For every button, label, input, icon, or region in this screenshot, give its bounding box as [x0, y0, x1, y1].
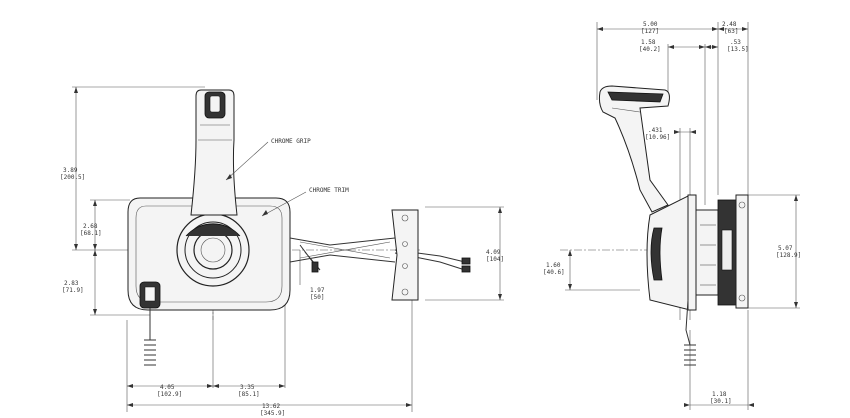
dim-side-top-right-mm: [63]: [724, 28, 738, 35]
dim-bracket-height-mm: [104]: [486, 256, 504, 263]
dim-bottom-depth-in: 1.18: [712, 391, 727, 398]
side-lever: [598, 85, 670, 213]
dim-side-second-right-in: .53: [730, 39, 741, 46]
dim-side-second-left-mm: [40.2]: [639, 46, 661, 53]
dim-bracket-height-in: 4.09: [486, 249, 501, 256]
dim-upper-center-mm: [68.1]: [80, 230, 102, 237]
dim-bottom-depth-mm: [30.1]: [710, 398, 732, 405]
front-arrowheads: [74, 87, 502, 407]
dim-height-overall-in: 3.89: [63, 167, 78, 174]
side-cable: [684, 299, 696, 366]
side-dimension-texts: 5.00 [127] 2.48 [63] 1.58 [40.2] .53 [13…: [543, 21, 801, 405]
dim-center-bottom-in: 2.83: [64, 280, 79, 287]
side-housing: [646, 194, 697, 311]
dim-side-second-right-mm: [13.5]: [727, 46, 749, 53]
dim-left-width-mm: [102.9]: [157, 391, 182, 398]
dim-mount-offset-in: 1.97: [310, 287, 325, 294]
callout-leaders: [225, 141, 307, 217]
dim-lever-offset-in: .431: [648, 127, 663, 134]
dim-total-width-mm: [345.9]: [260, 410, 285, 417]
mounting-bracket: [391, 209, 419, 301]
dim-right-width-mm: [85.1]: [238, 391, 260, 398]
chrome-trim-callout: CHROME TRIM: [309, 187, 349, 194]
chrome-trim-ring: [176, 213, 250, 287]
dim-lever-offset-mm: [10.96]: [645, 134, 670, 141]
front-view: CHROME GRIP CHROME TRIM 3.89 [200.5] 2.6…: [60, 86, 504, 417]
cable-harness: [289, 237, 471, 273]
front-dimension-texts: 3.89 [200.5] 2.68 [68.1] 2.83 [71.9] 1.9…: [60, 167, 504, 417]
dim-side-second-left-in: 1.58: [641, 39, 656, 46]
chrome-grip-callout: CHROME GRIP: [271, 138, 311, 145]
side-arrowheads: [568, 27, 798, 407]
dim-upper-center-in: 2.68: [83, 223, 98, 230]
lever-handle: [190, 89, 238, 216]
dim-center-bottom-mm: [71.9]: [62, 287, 84, 294]
side-view: 5.00 [127] 2.48 [63] 1.58 [40.2] .53 [13…: [543, 21, 801, 410]
dim-flange-height-in: 5.07: [778, 245, 793, 252]
dim-side-top-left-in: 5.00: [643, 21, 658, 28]
dim-mount-offset-mm: [50]: [310, 294, 324, 301]
dim-side-top-right-in: 2.48: [722, 21, 737, 28]
side-mechanism: [695, 194, 749, 309]
dim-height-overall-mm: [200.5]: [60, 174, 85, 181]
neutral-button: [139, 281, 161, 366]
dim-left-width-in: 4.05: [160, 384, 175, 391]
dim-right-width-in: 3.35: [240, 384, 255, 391]
dim-center-height-mm: [40.6]: [543, 269, 565, 276]
dim-flange-height-mm: [128.9]: [776, 252, 801, 259]
dim-total-width-in: 13.62: [262, 403, 280, 410]
dim-center-height-in: 1.60: [546, 262, 561, 269]
dim-side-top-left-mm: [127]: [641, 28, 659, 35]
